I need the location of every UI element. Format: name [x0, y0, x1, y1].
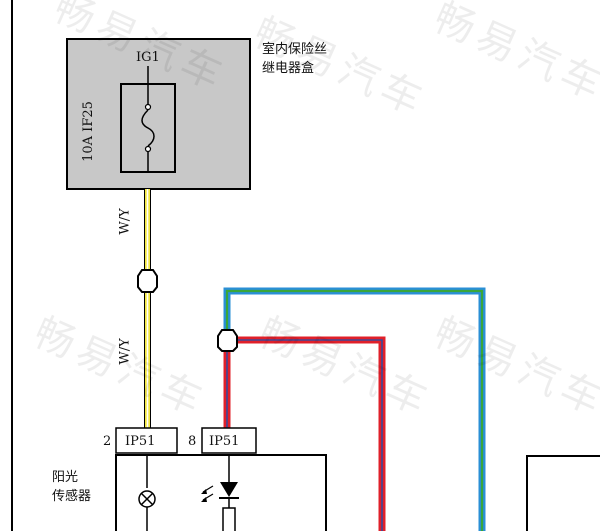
connector-pin-2: 2: [103, 434, 112, 449]
connector-name-pin2: IP51: [125, 434, 156, 449]
wire-red: [227, 336, 386, 531]
connector-ip51-pin2: [115, 427, 178, 454]
lamp-icon: [138, 490, 156, 508]
connector-ip51-pin8: [201, 427, 257, 454]
connector-name-pin8: IP51: [209, 434, 240, 449]
fuse-rating-label: 10A IF25: [80, 101, 96, 162]
fuse-top-terminal: [144, 103, 152, 111]
sensor-title-line1: 阳光: [52, 470, 79, 485]
splice-node-red-blue: [217, 329, 238, 352]
ig1-label: IG1: [136, 50, 160, 65]
wire-color-label-upper: W/Y: [117, 208, 133, 235]
fuse-box-title-line1: 室内保险丝: [262, 42, 328, 57]
splice-node-wy: [137, 269, 158, 293]
resistor-icon: [222, 507, 236, 531]
sensor-title-line2: 传感器: [52, 489, 92, 504]
wire-blue-green: [223, 287, 486, 531]
fuse-icon: [141, 109, 155, 147]
wire-color-label-lower: W/Y: [117, 338, 133, 365]
fuse-box-title-line2: 继电器盒: [262, 61, 315, 76]
fuse-bottom-terminal: [144, 145, 152, 153]
connector-pin-8: 8: [188, 434, 197, 449]
adjacent-component-box: [526, 455, 600, 531]
